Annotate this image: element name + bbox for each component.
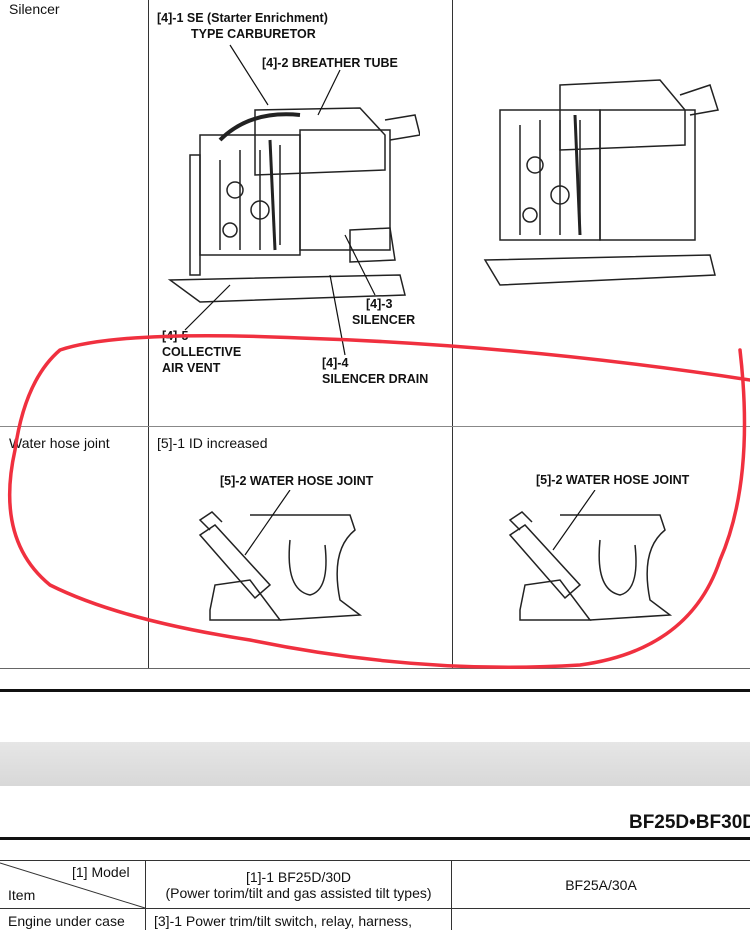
label-water-hose-joint-new: [5]-2 WATER HOSE JOINT bbox=[220, 474, 374, 488]
header-text: [1]-1 BF25D/30D bbox=[245, 869, 352, 885]
label-carburetor: [4]-1 SE (Starter Enrichment) TYPE CARBUR… bbox=[157, 10, 328, 42]
column-header-bf25d-30d: [1]-1 BF25D/30D (Power torim/tilt and ga… bbox=[146, 869, 451, 901]
column-header-bf25a-30a: BF25A/30A bbox=[565, 877, 637, 893]
label-text: [4]-4 bbox=[322, 356, 349, 370]
engine-diagram-old bbox=[483, 79, 719, 286]
table-row-divider bbox=[0, 908, 750, 909]
corner-diagonal bbox=[0, 862, 146, 909]
water-hose-joint-diagram-old bbox=[508, 490, 673, 621]
row-note-id-increased: [5]-1 ID increased bbox=[157, 435, 268, 451]
label-water-hose-joint-old: [5]-2 WATER HOSE JOINT bbox=[536, 473, 690, 487]
table-column-divider bbox=[148, 0, 149, 668]
label-text: TYPE CARBURETOR bbox=[191, 27, 316, 41]
page-gap bbox=[0, 742, 750, 786]
water-hose-joint-diagram-new bbox=[198, 490, 363, 621]
label-text: SILENCER bbox=[352, 313, 416, 327]
label-text: AIR VENT bbox=[162, 361, 221, 375]
label-text: COLLECTIVE bbox=[162, 345, 242, 359]
label-text: SILENCER DRAIN bbox=[322, 372, 429, 386]
engine-diagram-new bbox=[167, 107, 420, 303]
table-bottom-border bbox=[0, 668, 750, 669]
corner-model-label: [1] Model bbox=[72, 864, 130, 880]
page-bottom-rule bbox=[0, 689, 750, 692]
row-item-silencer: Silencer bbox=[9, 1, 60, 17]
page-header-model: BF25D•BF30D bbox=[628, 812, 750, 833]
table-column-divider bbox=[451, 860, 452, 930]
table-column-divider bbox=[145, 860, 146, 930]
leader-lines bbox=[184, 44, 376, 356]
table-top-border bbox=[0, 860, 750, 861]
row-item-water-hose-joint: Water hose joint bbox=[9, 435, 110, 451]
table-column-divider bbox=[452, 0, 453, 668]
row-item-engine-under-case: Engine under case bbox=[8, 913, 125, 929]
red-annotation-circle bbox=[8, 333, 750, 669]
corner-item-label: Item bbox=[8, 887, 36, 903]
label-breather-tube: [4]-2 BREATHER TUBE bbox=[262, 56, 398, 70]
label-text: [4]-3 bbox=[366, 297, 393, 311]
header-text: (Power torim/tilt and gas assisted tilt … bbox=[165, 885, 432, 901]
page-header-rule bbox=[0, 837, 750, 840]
row-cell-power-trim: [3]-1 Power trim/tilt switch, relay, har… bbox=[154, 913, 413, 929]
table-row-divider bbox=[0, 426, 750, 427]
label-text: [4]-1 SE (Starter Enrichment) bbox=[157, 11, 328, 25]
